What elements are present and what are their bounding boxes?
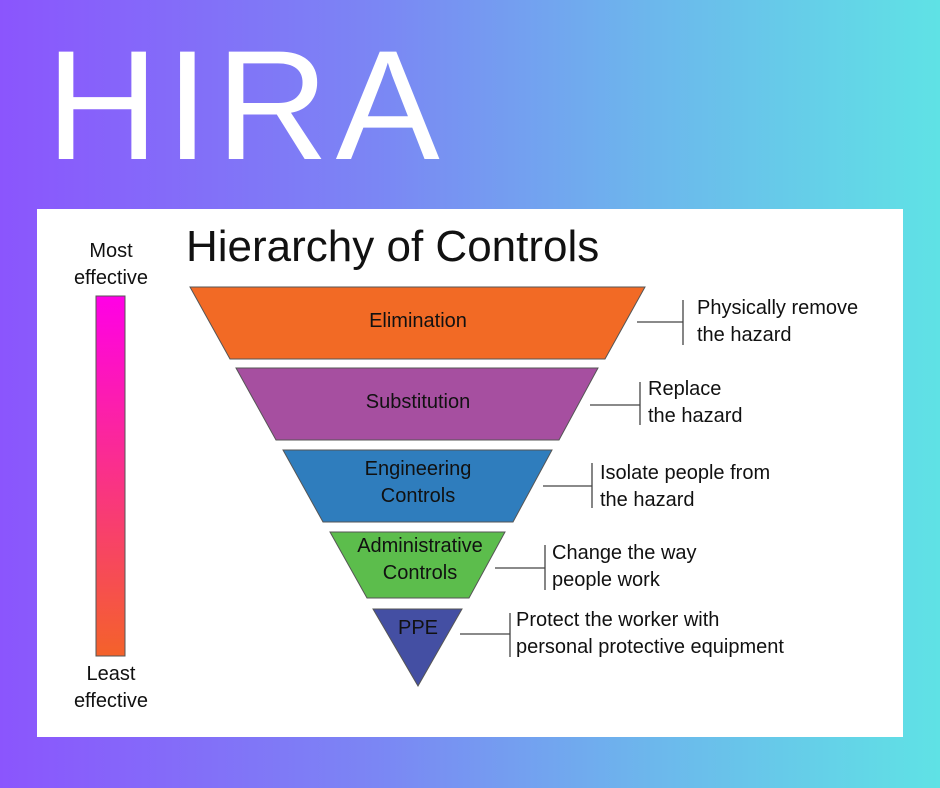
banner-title: HIRA: [46, 19, 447, 193]
least-effective-label: Least effective: [70, 661, 152, 715]
connector-administrative: [495, 545, 546, 590]
level-shape-ppe: [372, 608, 463, 687]
diagram-title: Hierarchy of Controls: [186, 222, 600, 271]
most-effective-label: Most effective: [70, 238, 152, 292]
level-name-ppe: PPE: [397, 617, 439, 639]
connector-elimination: [637, 300, 684, 345]
level-shape-elimination: [189, 286, 646, 360]
effective-label: effective: [73, 267, 149, 289]
connector-engineering: [543, 463, 593, 508]
most-label: Most: [89, 240, 133, 262]
level-name-elimination: Elimination: [369, 310, 467, 332]
connector-ppe: [460, 613, 511, 657]
connector-substitution: [590, 382, 641, 425]
least-label: Least: [86, 663, 136, 685]
level-shape-engineering: [282, 449, 553, 523]
level-shape-substitution: [235, 367, 599, 441]
effective-label: effective: [73, 690, 149, 712]
connectors: [460, 300, 684, 657]
level-name-substitution: Substitution: [365, 391, 471, 413]
level-shape-administrative: [329, 531, 506, 599]
effectiveness-gradient-bar: [95, 295, 126, 657]
